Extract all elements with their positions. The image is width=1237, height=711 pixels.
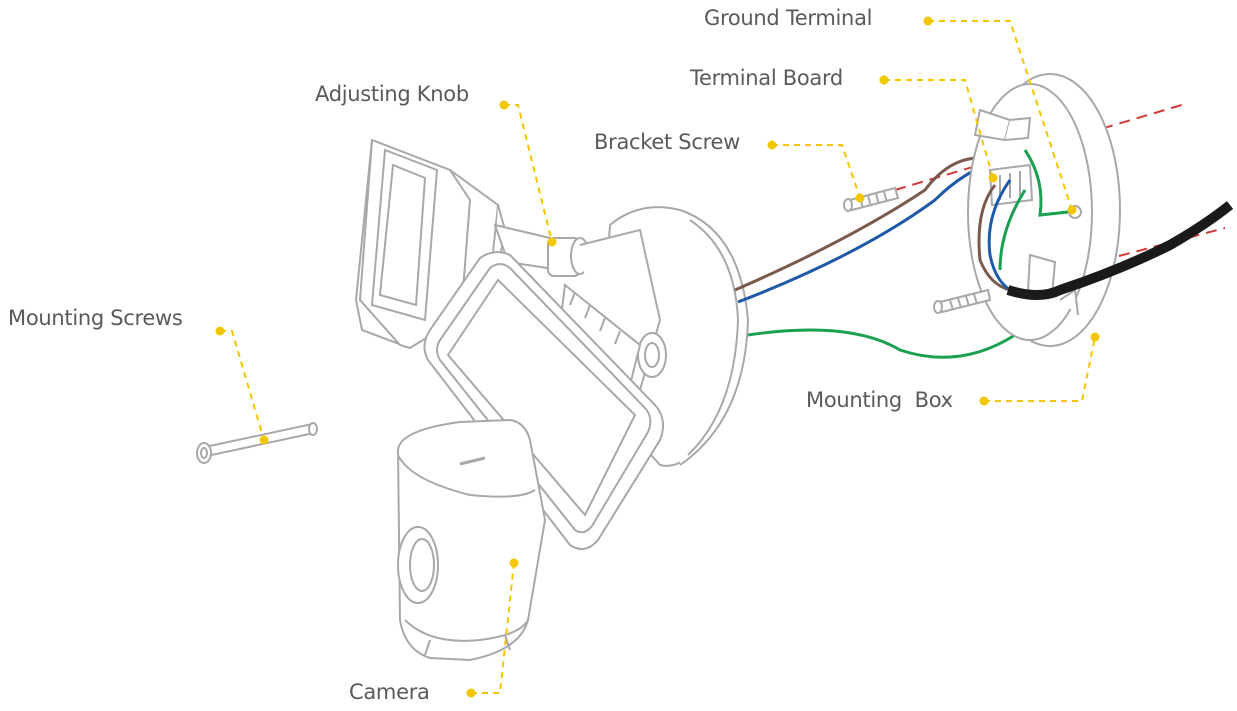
rear-light-head (354, 138, 590, 350)
camera-illustration (396, 418, 547, 662)
label-adjusting-knob: Adjusting Knob (315, 82, 469, 106)
black-cable (1006, 201, 1234, 300)
label-terminal-board: Terminal Board (690, 66, 843, 90)
label-bracket-screw: Bracket Screw (594, 130, 740, 154)
label-camera: Camera (349, 680, 430, 704)
mounting-screws-illustration (196, 422, 318, 464)
label-ground-terminal: Ground Terminal (704, 6, 873, 30)
label-mounting-screws: Mounting Screws (8, 306, 183, 330)
bracket-screws-illustration (843, 186, 992, 314)
callout-dots (215, 16, 1100, 698)
box-internal-wiring (977, 149, 1069, 292)
label-mounting-box: Mounting Box (806, 388, 953, 412)
front-light-panel (423, 251, 665, 550)
mounting-box-illustration (967, 73, 1121, 347)
